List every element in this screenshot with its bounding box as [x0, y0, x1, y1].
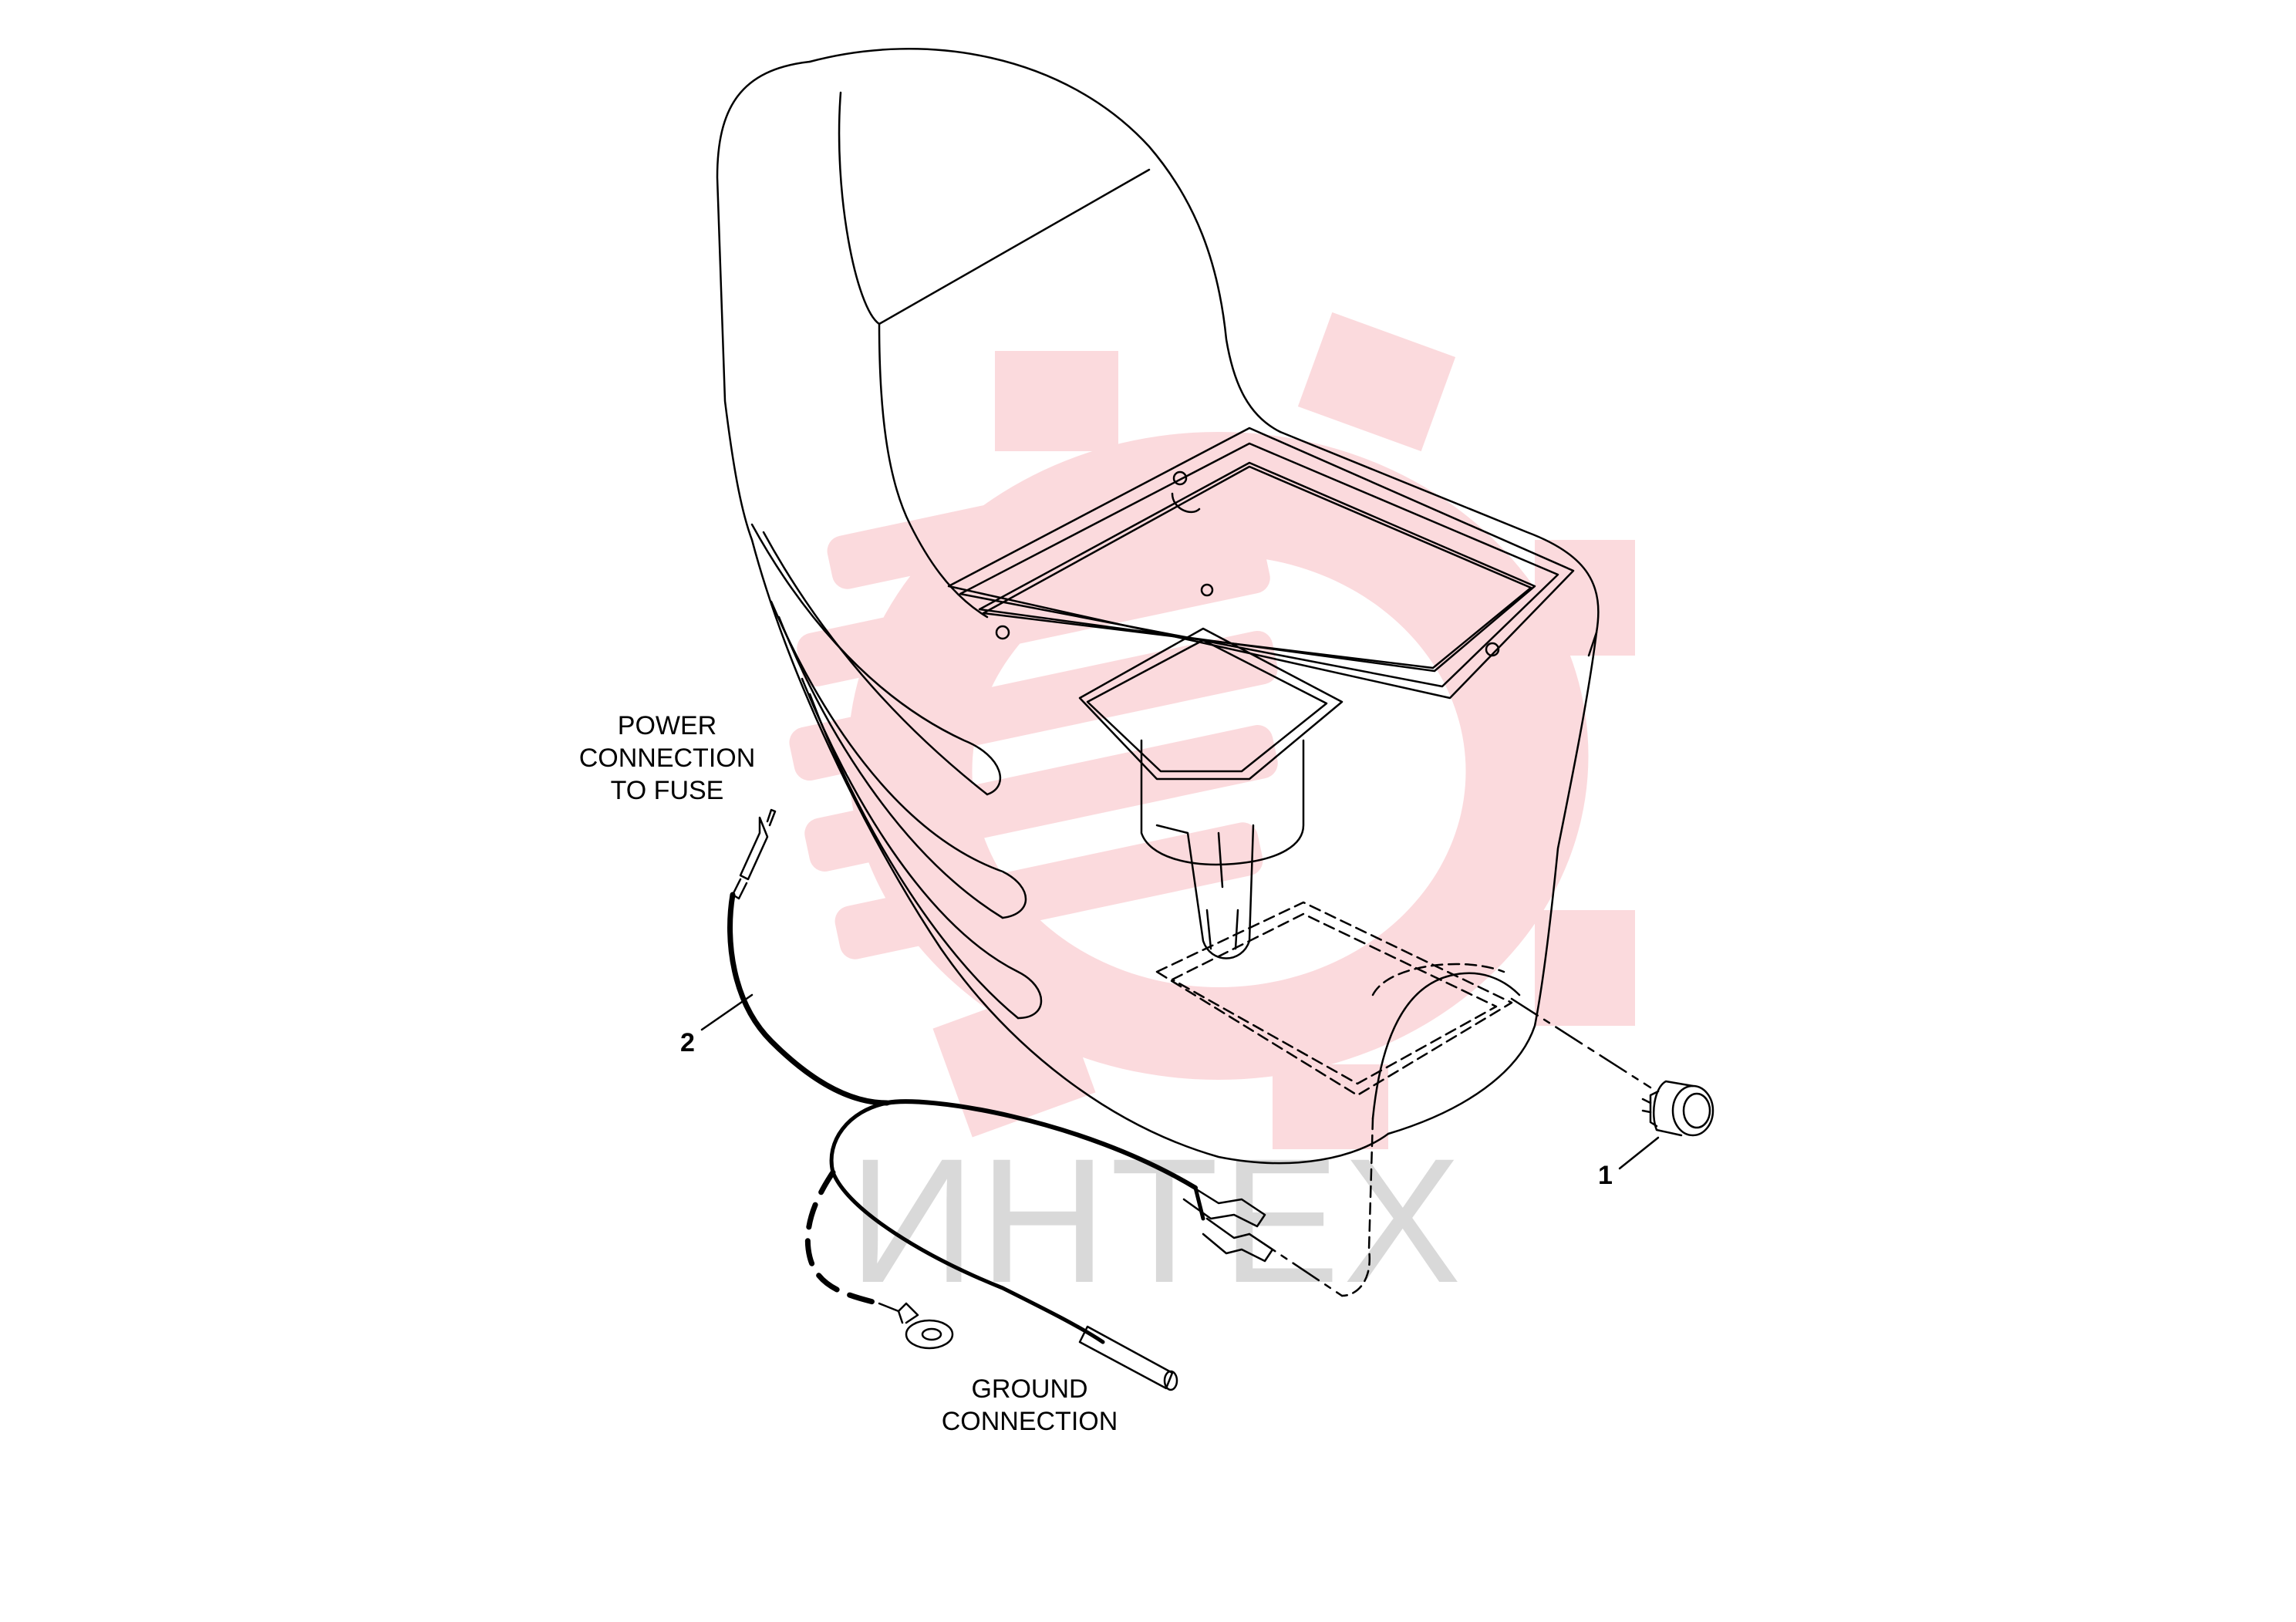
- leader-lines: [700, 993, 1660, 1170]
- power-socket: [1641, 1080, 1714, 1137]
- ground-label-line-2: CONNECTION: [941, 1407, 1118, 1436]
- power-label-line-2: CONNECTION: [578, 744, 756, 773]
- ground-connection-label: GROUND CONNECTION: [925, 1373, 1134, 1438]
- side-grooves: [750, 523, 1043, 1020]
- callout-item-1: 1: [1598, 1161, 1613, 1190]
- cup-holder: [1078, 627, 1344, 959]
- ground-label-line-1: GROUND: [971, 1374, 1088, 1404]
- wiring-harness: [727, 808, 1274, 1391]
- watermark-text: ИНТЕХ: [848, 1121, 1465, 1320]
- projection-lines: [1248, 997, 1652, 1297]
- hidden-recess: [1155, 901, 1513, 1097]
- power-label-line-1: POWER: [617, 711, 717, 740]
- top-tray: [947, 427, 1575, 700]
- callout-item-2: 2: [680, 1028, 695, 1057]
- console-housing: [716, 48, 1600, 1165]
- power-label-line-3: TO FUSE: [610, 776, 724, 805]
- power-connection-label: POWER CONNECTION TO FUSE: [571, 710, 764, 807]
- socket-opening: [1340, 972, 1521, 1297]
